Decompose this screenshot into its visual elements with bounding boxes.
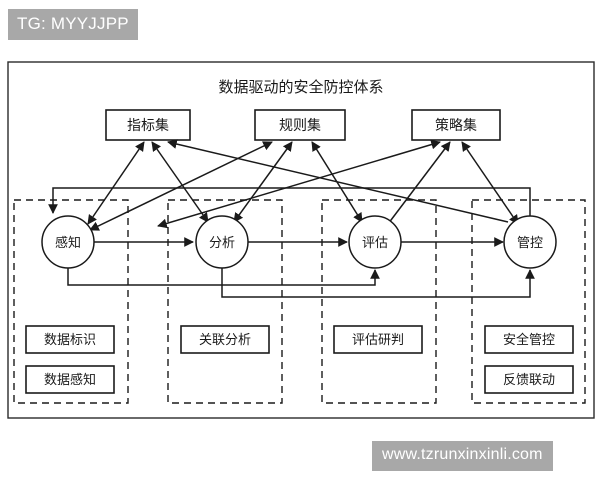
leaf-box-label: 关联分析: [199, 332, 251, 347]
link-policy-set-crossover: [157, 139, 441, 229]
leaf-box-evaluation-judgement[interactable]: 评估研判: [333, 325, 423, 354]
stage-node-label: 管控: [517, 235, 543, 250]
feedback-analysis-to-control: [221, 267, 535, 298]
asset-box-indicator-set[interactable]: 指标集: [105, 109, 191, 141]
column-group-analysis: [167, 199, 283, 404]
column-group-evaluation: [321, 199, 437, 404]
link-evaluation-to-policy-set: [387, 141, 451, 225]
column-group-perception: [13, 199, 129, 404]
link-policy-set-control: [461, 141, 519, 225]
watermark-top: TG: MYYJJPP: [8, 9, 138, 40]
asset-box-label: 指标集: [127, 117, 169, 133]
stage-node-label: 评估: [362, 235, 388, 250]
link-indicator-set-to-control: [167, 139, 509, 223]
leaf-box-label: 反馈联动: [503, 372, 555, 387]
leaf-box-label: 评估研判: [352, 332, 404, 347]
stage-node-label: 分析: [209, 235, 235, 250]
stage-node-label: 感知: [55, 235, 81, 250]
leaf-box-feedback-linkage[interactable]: 反馈联动: [484, 365, 574, 394]
stage-node-perception[interactable]: 感知: [41, 215, 95, 269]
asset-box-rule-set[interactable]: 规则集: [254, 109, 346, 141]
leaf-box-data-identification[interactable]: 数据标识: [25, 325, 115, 354]
leaf-box-correlation-analysis[interactable]: 关联分析: [180, 325, 270, 354]
asset-box-label: 规则集: [279, 117, 321, 133]
stage-node-analysis[interactable]: 分析: [195, 215, 249, 269]
asset-box-label: 策略集: [435, 117, 477, 133]
leaf-box-label: 安全管控: [503, 332, 555, 347]
stage-node-evaluation[interactable]: 评估: [348, 215, 402, 269]
leaf-box-data-perception[interactable]: 数据感知: [25, 365, 115, 394]
leaf-box-security-control[interactable]: 安全管控: [484, 325, 574, 354]
leaf-box-label: 数据标识: [44, 332, 96, 347]
leaf-box-label: 数据感知: [44, 372, 96, 387]
watermark-bottom: www.tzrunxinxinli.com: [372, 441, 553, 471]
asset-box-policy-set[interactable]: 策略集: [411, 109, 501, 141]
stage-node-control[interactable]: 管控: [503, 215, 557, 269]
column-group-control: [471, 199, 586, 404]
diagram-title: 数据驱动的安全防控体系: [218, 78, 383, 96]
